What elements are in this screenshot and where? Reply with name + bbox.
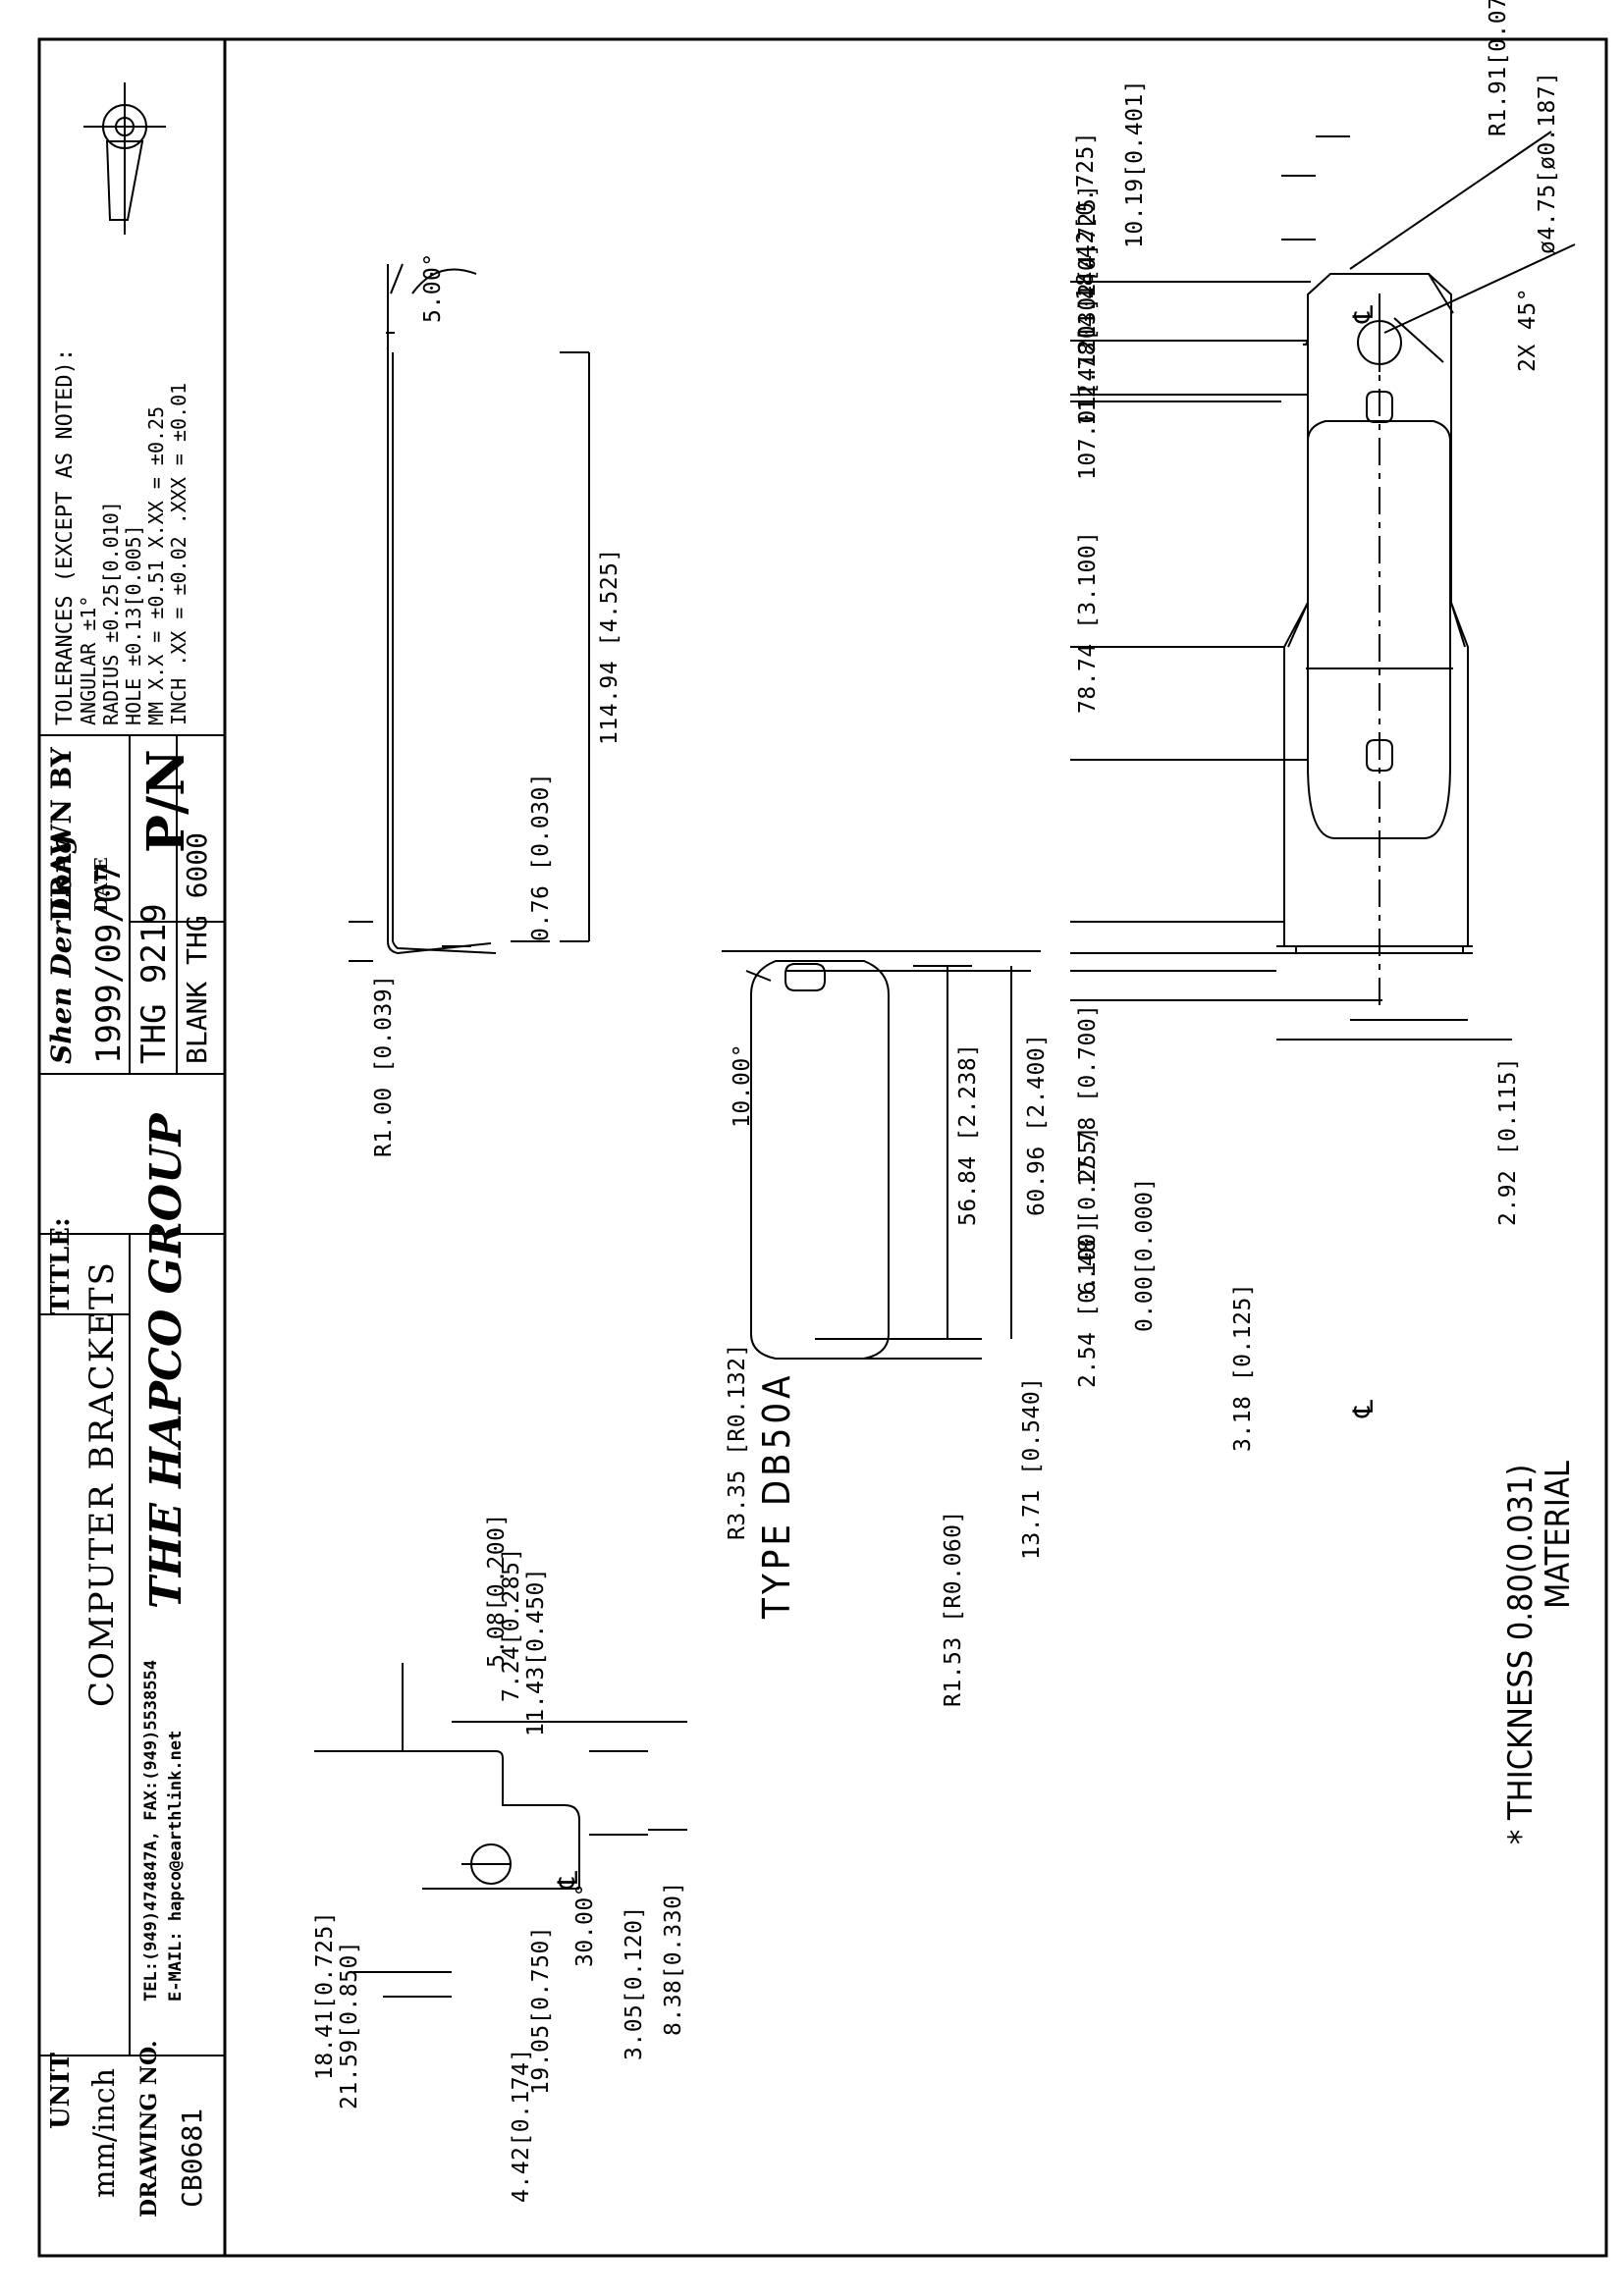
dim-text: R1.91[0.075] (1486, 0, 1511, 136)
unit-value: mm/inch (87, 2067, 122, 2198)
dim-text: 3.05[0.120] (622, 1905, 647, 2060)
title-label: TITLE: (46, 1217, 76, 1314)
material-note: MATERIAL (1539, 1461, 1578, 1609)
dim-text: 11.43[0.450] (523, 1567, 549, 1736)
tolerance-line: HOLE ±0.13[0.005] (122, 524, 145, 725)
dim-text: 78.74 [3.100] (1075, 530, 1101, 714)
tolerance-line: INCH .XX = ±0.02 .XXX = ±0.01 (167, 382, 190, 725)
dim-text: 21.59[0.850] (337, 1940, 362, 2109)
dim-text: 2X 45° (1515, 287, 1541, 372)
dim-text: 7.24[0.285] (499, 1547, 524, 1702)
dim-text: 56.84 [2.238] (955, 1042, 981, 1226)
dim-text: 2.54 [0.100] (1075, 1218, 1101, 1388)
dim-text: 18.41[0.725] (312, 1910, 338, 2080)
dim-text: 10.00° (730, 1042, 755, 1128)
dim-text: ø4.75[ø0.187] (1535, 71, 1560, 254)
thickness-note: * THICKNESS 0.80(0.031) (1501, 1464, 1541, 1844)
detail-view (314, 1663, 687, 1998)
cutout-view (722, 950, 1041, 1360)
tolerance-line: ANGULAR ±1° (77, 595, 100, 725)
drawn-by-value: Shen Der Long (45, 834, 78, 1064)
dim-text: 8.38[0.330] (661, 1881, 686, 2036)
drawing-no-label: DRAWING NO. (136, 2040, 162, 2217)
dim-text: 0.76 [0.030] (528, 772, 554, 941)
dim-text: 30.00° (572, 1882, 598, 1967)
dim-text: 10.19[0.401] (1122, 79, 1148, 248)
centerline-mark: ℄ (1347, 1399, 1380, 1417)
unit-label: UNIT (46, 2053, 76, 2129)
centerline-mark: ℄ (1347, 304, 1380, 323)
dim-text: 0.00[0.000] (1132, 1177, 1158, 1332)
sheet-border (37, 37, 1608, 2258)
company-email: E-MAIL: hapco@earthlink.net (166, 1730, 186, 2002)
company-name: THE HAPCO GROUP (141, 1113, 191, 1609)
dim-text: 114.94 [4.525] (597, 548, 622, 745)
drawing-title: COMPUTER BRACKETS (82, 1260, 122, 1707)
drawing-no-value: CB0681 (176, 2108, 208, 2208)
pn-value: THG 9219 (135, 903, 174, 1064)
type-note: TYPE DB50A (755, 1371, 798, 1619)
dim-text: 13.71 [0.540] (1019, 1376, 1045, 1560)
dim-text: R3.35 [R0.132] (725, 1343, 750, 1540)
dim-text: 107.01[4.213] (1075, 296, 1101, 480)
dim-text: 5.00° (420, 252, 446, 323)
tolerance-heading: TOLERANCES (EXCEPT AS NOTED): (53, 347, 78, 725)
dim-text: R1.00 [0.039] (371, 974, 397, 1157)
blank-value: BLANK THG 6000 (181, 831, 213, 1064)
dim-text: 60.96 [2.400] (1024, 1033, 1050, 1216)
company-contact: TEL:(949)474847A, FAX:(949)5538554 (141, 1660, 161, 2002)
tolerance-line: RADIUS ±0.25[0.010] (99, 501, 123, 725)
side-view (349, 263, 590, 962)
centerline-mark: ℄ (552, 1870, 584, 1889)
dim-text: 19.05[0.750] (528, 1925, 554, 2095)
front-view (1070, 131, 1576, 1041)
dim-text: 2.92 [0.115] (1495, 1056, 1521, 1226)
projection-symbol (83, 82, 166, 235)
dim-text: R1.53 [R0.060] (941, 1510, 966, 1707)
tolerance-line: MM X.X = ±0.51 X.XX = ±0.25 (144, 405, 168, 725)
dim-text: 3.18 [0.125] (1230, 1282, 1256, 1452)
date-value: 1999/09/07 (89, 863, 129, 1064)
